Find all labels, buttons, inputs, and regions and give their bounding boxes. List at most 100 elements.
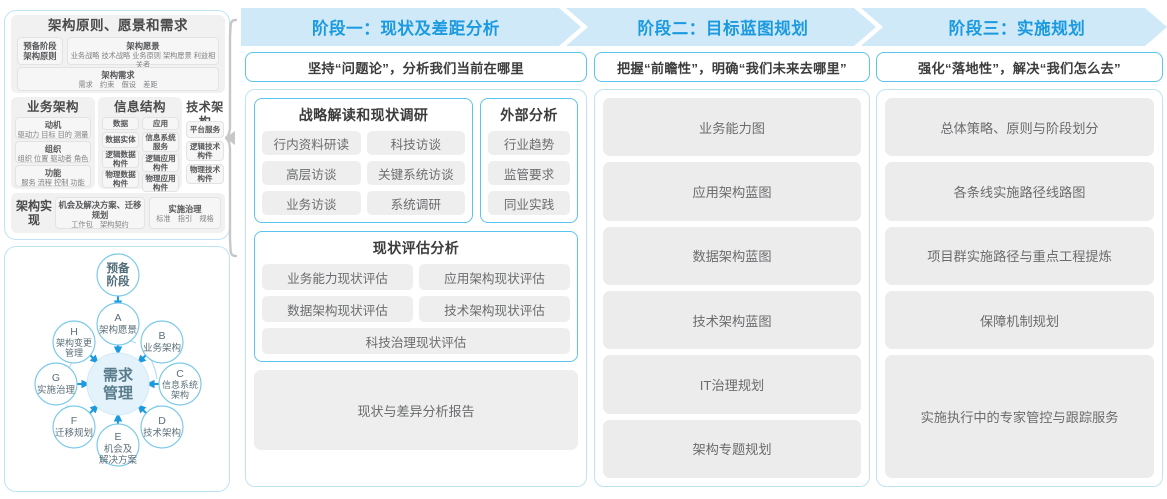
framework-footer-block-1-title: 实施治理 (168, 204, 202, 214)
adm-node-prep (96, 253, 140, 297)
framework-vision-block: 架构愿景 业务战略 技术战略 业务原则 架构愿景 利益相关者 (67, 37, 219, 69)
strategy-chip-4[interactable]: 业务访谈 (262, 191, 361, 215)
framework-prep-title: 预备阶段 (23, 41, 57, 51)
strategy-chip-5[interactable]: 系统调研 (366, 191, 465, 215)
framework-header-title: 架构原则、愿景和需求 (48, 18, 188, 33)
current-state-assessment-card: 现状评估分析 业务能力现状评估 应用架构现状评估 数据架构现状评估 技术架构现状… (254, 231, 578, 362)
phase-2-item-4[interactable]: IT治理规划 (603, 355, 861, 414)
phase-3-item-1[interactable]: 各条线实施路径线路图 (885, 162, 1154, 221)
phase-2-item-1[interactable]: 应用架构蓝图 (603, 162, 861, 221)
phase-3-item-3[interactable]: 保障机制规划 (885, 291, 1154, 350)
adm-node-a (96, 302, 140, 346)
phase-band-2-shape (566, 8, 876, 46)
phase-3-item-2[interactable]: 项目群实施路径与重点工程提炼 (885, 226, 1154, 286)
phase-3-item-0[interactable]: 总体策略、原则与阶段划分 (885, 98, 1154, 157)
assessment-chip-0[interactable]: 业务能力现状评估 (262, 264, 413, 290)
adm-node-b (140, 320, 184, 364)
phase-3-item-4[interactable]: 实施执行中的专家管控与跟踪服务 (885, 355, 1154, 478)
svg-text:E: E (114, 431, 121, 443)
framework-info-app-item-2: 物理应用构件 (142, 174, 179, 192)
adm-node-g (34, 362, 78, 406)
framework-header-section: 架构原则、愿景和需求 预备阶段 架构原则 架构愿景 业务战略 技术战略 业务原则… (11, 15, 225, 93)
adm-node-prep-line1: 预备 (107, 261, 130, 275)
phase-band-3-shape (861, 8, 1167, 46)
external-chip-1[interactable]: 监管要求 (488, 161, 570, 185)
svg-text:解决方案: 解决方案 (99, 454, 138, 466)
assessment-chip-2[interactable]: 数据架构现状评估 (262, 296, 413, 322)
assessment-chip-full[interactable]: 科技治理现状评估 (262, 328, 570, 354)
framework-business-function: 功能 服务 流程 控制 功能 (15, 165, 91, 187)
phase-3-body: 总体策略、原则与阶段划分 各条线实施路径线路图 项目群实施路径与重点工程提炼 保… (876, 89, 1163, 487)
external-analysis-card: 外部分析 行业趋势 监管要求 同业实践 (480, 98, 578, 223)
svg-text:迁移规划: 迁移规划 (55, 427, 93, 439)
svg-text:业务架构: 业务架构 (143, 342, 181, 354)
assessment-chip-1[interactable]: 应用架构现状评估 (419, 264, 570, 290)
phase-1-statement: 坚持“问题论”，分析我们当前在哪里 (245, 52, 587, 82)
framework-footer-section: 架构实现 机会及解决方案、迁移规划 工作包 架构契约 实施治理 标准 指引 规格 (11, 193, 225, 233)
assessment-chip-3[interactable]: 技术架构现状评估 (419, 296, 570, 322)
phase-band-label-1: 阶段一：现状及差距分析 (311, 20, 501, 38)
framework-business-organization-items: 组织 位置 驱动者 角色 (17, 154, 89, 163)
framework-vision-items: 业务战略 技术战略 业务原则 架构愿景 利益相关者 (70, 51, 216, 69)
strategy-chip-2[interactable]: 高层访谈 (262, 161, 361, 185)
strategy-chip-0[interactable]: 行内资料研读 (262, 131, 361, 155)
external-chip-2[interactable]: 同业实践 (488, 191, 570, 215)
phase-header-band: 阶段一：现状及差距分析 阶段二：目标蓝图规划 阶段三：实施规划 (241, 8, 1167, 46)
togaf-framework-panel: 架构原则、愿景和需求 预备阶段 架构原则 架构愿景 业务战略 技术战略 业务原则… (4, 10, 230, 240)
svg-text:机会及: 机会及 (104, 443, 133, 455)
svg-text:技术架构: 技术架构 (143, 427, 181, 439)
svg-text:D: D (158, 415, 166, 427)
external-analysis-title: 外部分析 (500, 107, 558, 123)
phase-2-item-0[interactable]: 业务能力图 (603, 98, 861, 157)
external-chip-0[interactable]: 行业趋势 (488, 131, 570, 155)
svg-text:实施治理: 实施治理 (37, 384, 76, 396)
adm-cycle-svg: 需求 管理 预备 阶段 A 架构愿景 B 业务架构 C 信息系统 架构 (34, 253, 202, 467)
strategy-chip-1[interactable]: 科技访谈 (366, 131, 465, 155)
adm-center-line2: 管理 (103, 384, 133, 402)
framework-info-data-item-2: 物理数据构件 (102, 170, 139, 188)
adm-node-prep-line2: 阶段 (107, 274, 130, 288)
strategy-chip-3[interactable]: 关键系统访谈 (366, 161, 465, 185)
phase-2-body: 业务能力图 应用架构蓝图 数据架构蓝图 技术架构蓝图 IT治理规划 架构专题规划 (594, 89, 870, 487)
framework-requirements-title: 架构需求 (101, 70, 135, 80)
svg-text:A: A (114, 312, 121, 324)
framework-tech-item-1: 逻辑技术构件 (186, 141, 224, 161)
framework-vision-title: 架构愿景 (126, 41, 160, 51)
framework-footer-block-0-title: 机会及解决方案、迁移规划 (58, 200, 142, 220)
framework-footer-block-0-items: 工作包 架构契约 (71, 220, 129, 229)
framework-requirements-items: 需求 约束 假设 差距 (78, 80, 158, 89)
adm-cycle-panel: 需求 管理 预备 阶段 A 架构愿景 B 业务架构 C 信息系统 架构 (4, 246, 230, 492)
framework-info-app-title: 应用 (142, 117, 179, 130)
phase-3-statement: 强化“落地性”，解决“我们怎么去” (876, 52, 1163, 82)
svg-text:H: H (70, 326, 78, 338)
adm-node-c (158, 362, 202, 406)
phase-2-item-2[interactable]: 数据架构蓝图 (603, 226, 861, 285)
framework-business-organization: 组织 组织 位置 驱动者 角色 (15, 141, 91, 163)
framework-tech-item-0: 平台服务 (186, 121, 224, 138)
framework-column-business: 业务架构 动机 驱动力 目标 目的 测量 组织 组织 位置 驱动者 角色 功能 … (11, 97, 95, 189)
gap-analysis-report-chip[interactable]: 现状与差异分析报告 (254, 370, 578, 450)
framework-tech-item-2: 物理技术构件 (186, 164, 224, 184)
phase-2-statement: 把握“前瞻性”，明确“我们未来去哪里” (594, 52, 870, 82)
framework-prep-block: 预备阶段 架构原则 (17, 37, 63, 65)
svg-text:B: B (158, 330, 165, 342)
framework-column-information: 信息结构 数据 数据实体 逻辑数据构件 物理数据构件 应用 (98, 97, 182, 192)
bracket-connector-icon (224, 18, 238, 258)
phase-column-2: 把握“前瞻性”，明确“我们未来去哪里” 业务能力图 应用架构蓝图 数据架构蓝图 … (594, 52, 870, 487)
svg-text:F: F (71, 415, 77, 427)
framework-column-technology: 技术架构 平台服务 逻辑技术构件 物理技术构件 (185, 97, 225, 189)
framework-requirements-block: 架构需求 需求 约束 假设 差距 (17, 67, 219, 91)
svg-text:信息系统: 信息系统 (162, 379, 198, 390)
adm-center-line1: 需求 (103, 366, 134, 384)
phase-2-item-5[interactable]: 架构专题规划 (603, 419, 861, 478)
svg-text:架构愿景: 架构愿景 (99, 324, 137, 336)
adm-node-h (52, 320, 96, 364)
framework-footer-block-1: 实施治理 标准 指引 规格 (149, 197, 221, 229)
framework-footer-label: 架构实现 (16, 199, 53, 227)
phase-band-label-3: 阶段三：实施规划 (948, 20, 1086, 38)
phase-band-1-shape (241, 8, 581, 46)
framework-footer-block-0: 机会及解决方案、迁移规划 工作包 架构契约 (55, 197, 145, 229)
framework-column-information-title: 信息结构 (113, 100, 166, 114)
svg-text:架构变更: 架构变更 (56, 337, 92, 348)
phase-2-item-3[interactable]: 技术架构蓝图 (603, 290, 861, 350)
